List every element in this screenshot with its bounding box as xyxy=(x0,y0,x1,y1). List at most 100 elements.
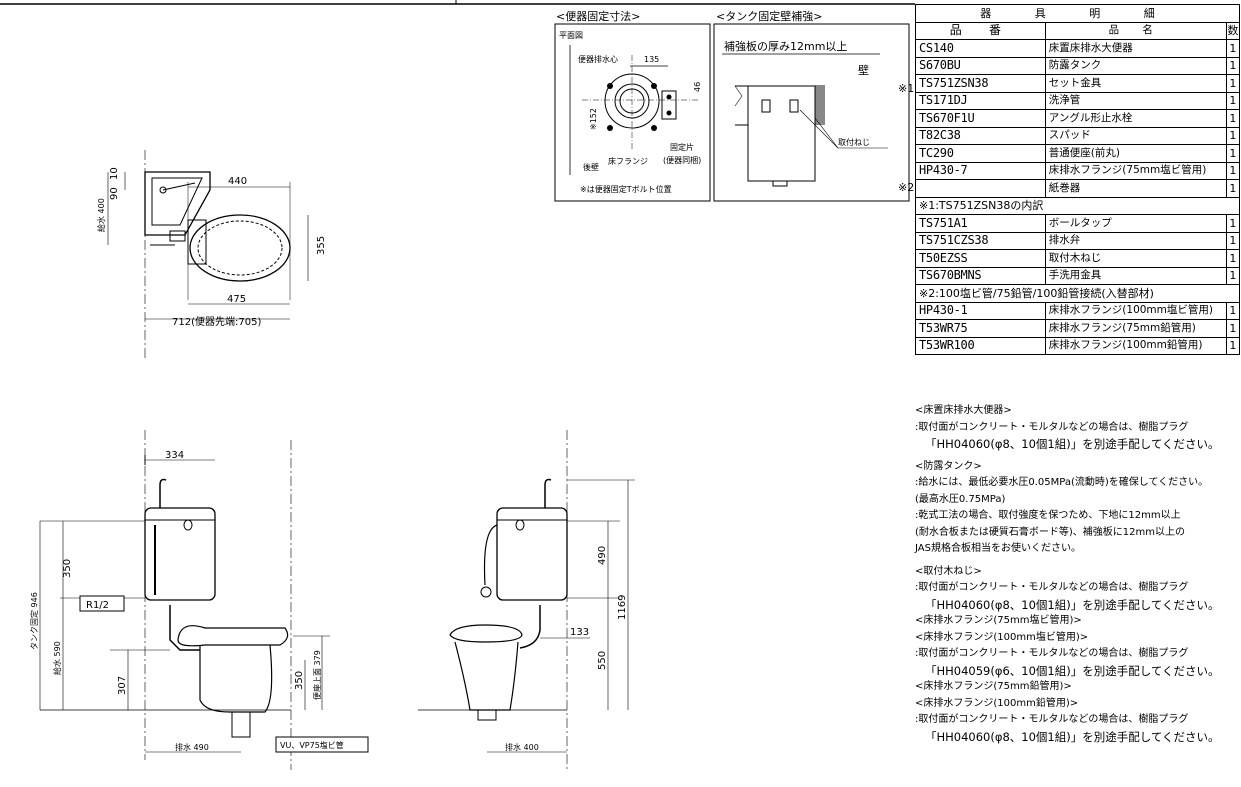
fix-plan-label: 平面図 xyxy=(559,31,583,40)
front-dim-490: 490 xyxy=(597,546,608,565)
tank-board-label: 補強板の厚み12mm以上 xyxy=(724,39,847,53)
note-title: <取付木ねじ> xyxy=(915,565,982,577)
part-name: ボールタップ xyxy=(1044,214,1227,233)
part-qty: 1 xyxy=(1225,266,1241,285)
side-r12-label: R1/2 xyxy=(86,600,109,611)
part-qty: 1 xyxy=(1225,214,1241,233)
plan-dim-712: 712(便器先端:705) xyxy=(172,315,261,328)
part-name: セット金具 xyxy=(1044,74,1227,93)
part-code: TS171DJ xyxy=(915,91,1046,110)
fix-flange-label: 床フランジ xyxy=(608,156,648,166)
side-dim-379: 便座上面 379 xyxy=(312,650,322,700)
part-name: 防露タンク xyxy=(1044,56,1227,75)
side-pipe-label: VU、VP75塩ビ管 xyxy=(280,740,344,750)
col-qty: 数 xyxy=(1225,21,1241,40)
part-code: S670BU xyxy=(915,56,1046,75)
fix-dim-135: 135 xyxy=(644,55,659,64)
fix-note: ※は便器固定Tボルト位置 xyxy=(580,184,672,194)
plan-dim-400: 給水 400 xyxy=(96,198,106,232)
part-name: 床排水フランジ(100mm鉛管用) xyxy=(1044,336,1227,355)
tank-wall-label: 壁 xyxy=(858,63,869,77)
note-title: <床排水フランジ(100mm鉛管用)> xyxy=(915,697,1079,709)
note-line: JAS規格合板相当をお使いください。 xyxy=(915,543,1081,554)
part-code: TS751CZS38 xyxy=(915,231,1046,250)
fix-dim-152: ※152 xyxy=(589,108,598,130)
front-view: 490 550 1169 133 排水 400 xyxy=(418,430,635,770)
part-name: スパッド xyxy=(1044,126,1227,145)
plan-dim-10: 10 xyxy=(109,167,120,180)
part-name: 排水弁 xyxy=(1044,231,1227,250)
fix-fixing-sub: (便器同梱) xyxy=(663,155,701,165)
front-dim-550: 550 xyxy=(597,651,608,670)
sub2-title: ※2:100塩ビ管/75鉛管/100鉛管接続(入替部材) xyxy=(915,284,1240,303)
part-name: 取付木ねじ xyxy=(1044,249,1227,268)
part-code: TC290 xyxy=(915,144,1046,163)
part-qty: 1 xyxy=(1225,301,1241,320)
side-view: 334 タンク固定 946 350 給水 590 307 350 便座上面 37… xyxy=(29,430,369,770)
tank-section-title: <タンク固定壁補強> xyxy=(716,9,822,23)
part-qty: 1 xyxy=(1225,319,1241,338)
front-dim-133: 133 xyxy=(570,627,589,638)
front-dim-1169: 1169 xyxy=(617,595,628,620)
note-line: (最高水圧0.75MPa) xyxy=(915,493,1006,505)
note-title: <床排水フランジ(75mm塩ビ管用)> xyxy=(915,615,1082,626)
part-code: TS670F1U xyxy=(915,109,1046,128)
side-dim-307: 307 xyxy=(117,676,128,695)
side-dim-490: 排水 490 xyxy=(175,742,209,752)
front-dim-400: 排水 400 xyxy=(505,742,539,752)
note-line: (耐水合板または硬質石膏ボード等)、補強板に12mm以上の xyxy=(915,526,1186,538)
note-line: :給水には、最低必要水圧0.05MPa(流動時)を確保してください。 xyxy=(915,477,1209,488)
sub2-title-row: ※2:100塩ビ管/75鉛管/100鉛管接続(入替部材) xyxy=(915,284,1240,303)
part-name: 床排水フランジ(75mm鉛管用) xyxy=(1044,319,1227,338)
col-code: 品 番 xyxy=(915,21,1046,40)
part-code: T50EZSS xyxy=(915,249,1046,268)
parts-column-row: 品 番 品 名 数 xyxy=(915,21,1241,40)
note-line: 「HH04059(φ6、10個1組)」を別途手配してください。 xyxy=(925,663,1220,678)
part-code: TS751ZSN38 xyxy=(915,74,1046,93)
note-line: :取付面がコンクリート・モルタルなどの場合は、樹脂プラグ xyxy=(915,421,1189,433)
note-title: <床排水フランジ(100mm塩ビ管用)> xyxy=(915,631,1089,643)
plan-dim-440: 440 xyxy=(228,176,247,187)
part-name: 普通便座(前丸) xyxy=(1044,144,1227,163)
sub1-title: ※1:TS751ZSN38の内訳 xyxy=(915,196,1240,215)
fix-dim-46: 46 xyxy=(693,82,702,92)
note-title: <床排水フランジ(75mm鉛管用)> xyxy=(915,681,1072,692)
fix-section-title: <便器固定寸法> xyxy=(556,9,640,23)
part-code: HP430-1 xyxy=(915,301,1046,320)
note-line: 「HH04060(φ8、10個1組)」を別途手配してください。 xyxy=(925,729,1220,744)
part-qty: 1 xyxy=(1225,39,1241,58)
fix-wall-label: 後壁 xyxy=(583,162,599,172)
part-name: 手洗用金具 xyxy=(1044,266,1227,285)
part-name: 紙巻器 xyxy=(1044,179,1227,198)
fix-fixing-label: 固定片 xyxy=(670,142,694,152)
part-name: 洗浄管 xyxy=(1044,91,1227,110)
sub1-title-row: ※1:TS751ZSN38の内訳 xyxy=(915,196,1240,215)
toilet-fix-dimensions-panel: <便器固定寸法> 平面図 便器排水心 135 46 ※152 後壁 床フランジ … xyxy=(554,9,711,202)
part-code: T82C38 xyxy=(915,126,1046,145)
side-dim-946: タンク固定 946 xyxy=(29,592,39,650)
part-code: T53WR100 xyxy=(915,336,1046,355)
part-code: TS670BMNS xyxy=(915,266,1046,285)
row-mark-2: ※2 xyxy=(898,181,915,194)
part-name: 床置床排水大便器 xyxy=(1044,39,1227,58)
part-code: CS140 xyxy=(915,39,1046,58)
row-mark-1: ※1 xyxy=(898,82,915,95)
tank-wall-reinforcement-panel: <タンク固定壁補強> 補強板の厚み12mm以上 壁 取付ねじ xyxy=(713,9,910,202)
side-dim-350b: 350 xyxy=(294,671,305,690)
part-qty: 1 xyxy=(1225,336,1241,355)
